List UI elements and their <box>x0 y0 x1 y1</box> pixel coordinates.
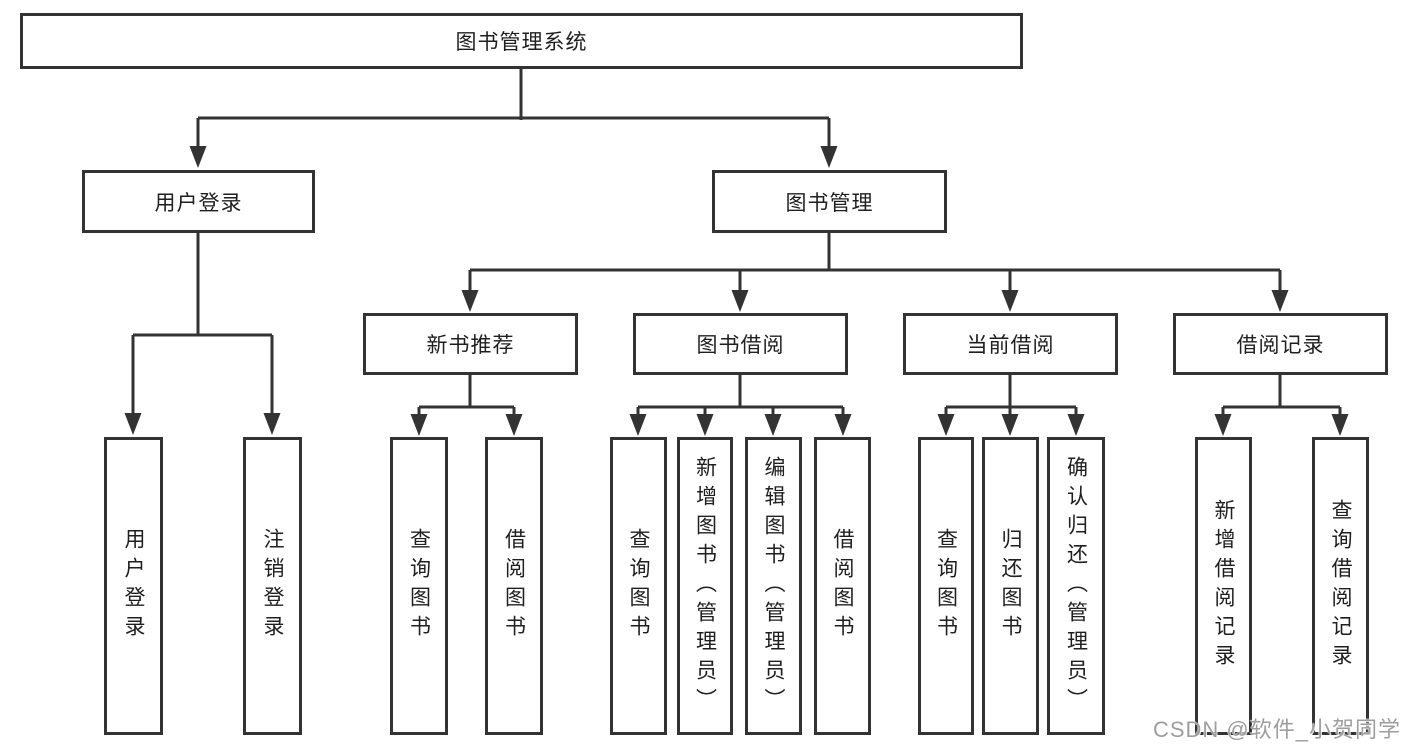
node-query-books-current: 查询图书 <box>918 437 974 735</box>
node-borrow-records: 借阅记录 <box>1173 313 1388 375</box>
node-new-book-recommend: 新书推荐 <box>363 313 578 375</box>
node-user-login: 用户登录 <box>104 437 163 735</box>
node-query-books-borrow: 查询图书 <box>610 437 667 735</box>
node-root: 图书管理系统 <box>20 13 1023 69</box>
csdn-watermark: CSDN @软件_小贺同学 <box>1152 717 1401 742</box>
node-query-books-recommend: 查询图书 <box>390 437 448 735</box>
node-borrow-books: 借阅图书 <box>814 437 871 735</box>
node-add-borrow-record: 新增借阅记录 <box>1195 437 1252 735</box>
node-edit-book-admin: 编辑图书（管理员） <box>745 437 802 735</box>
node-borrow-books-recommend: 借阅图书 <box>485 437 543 735</box>
node-logout: 注销登录 <box>243 437 302 735</box>
node-confirm-return-admin: 确认归还（管理员） <box>1047 437 1105 735</box>
node-query-borrow-record: 查询借阅记录 <box>1312 437 1369 735</box>
node-book-borrow: 图书借阅 <box>633 313 848 375</box>
node-return-books: 归还图书 <box>982 437 1039 735</box>
node-current-borrow: 当前借阅 <box>903 313 1118 375</box>
node-book-management-branch: 图书管理 <box>712 170 947 233</box>
node-user-login-branch: 用户登录 <box>82 170 315 233</box>
node-add-book-admin: 新增图书（管理员） <box>677 437 733 735</box>
